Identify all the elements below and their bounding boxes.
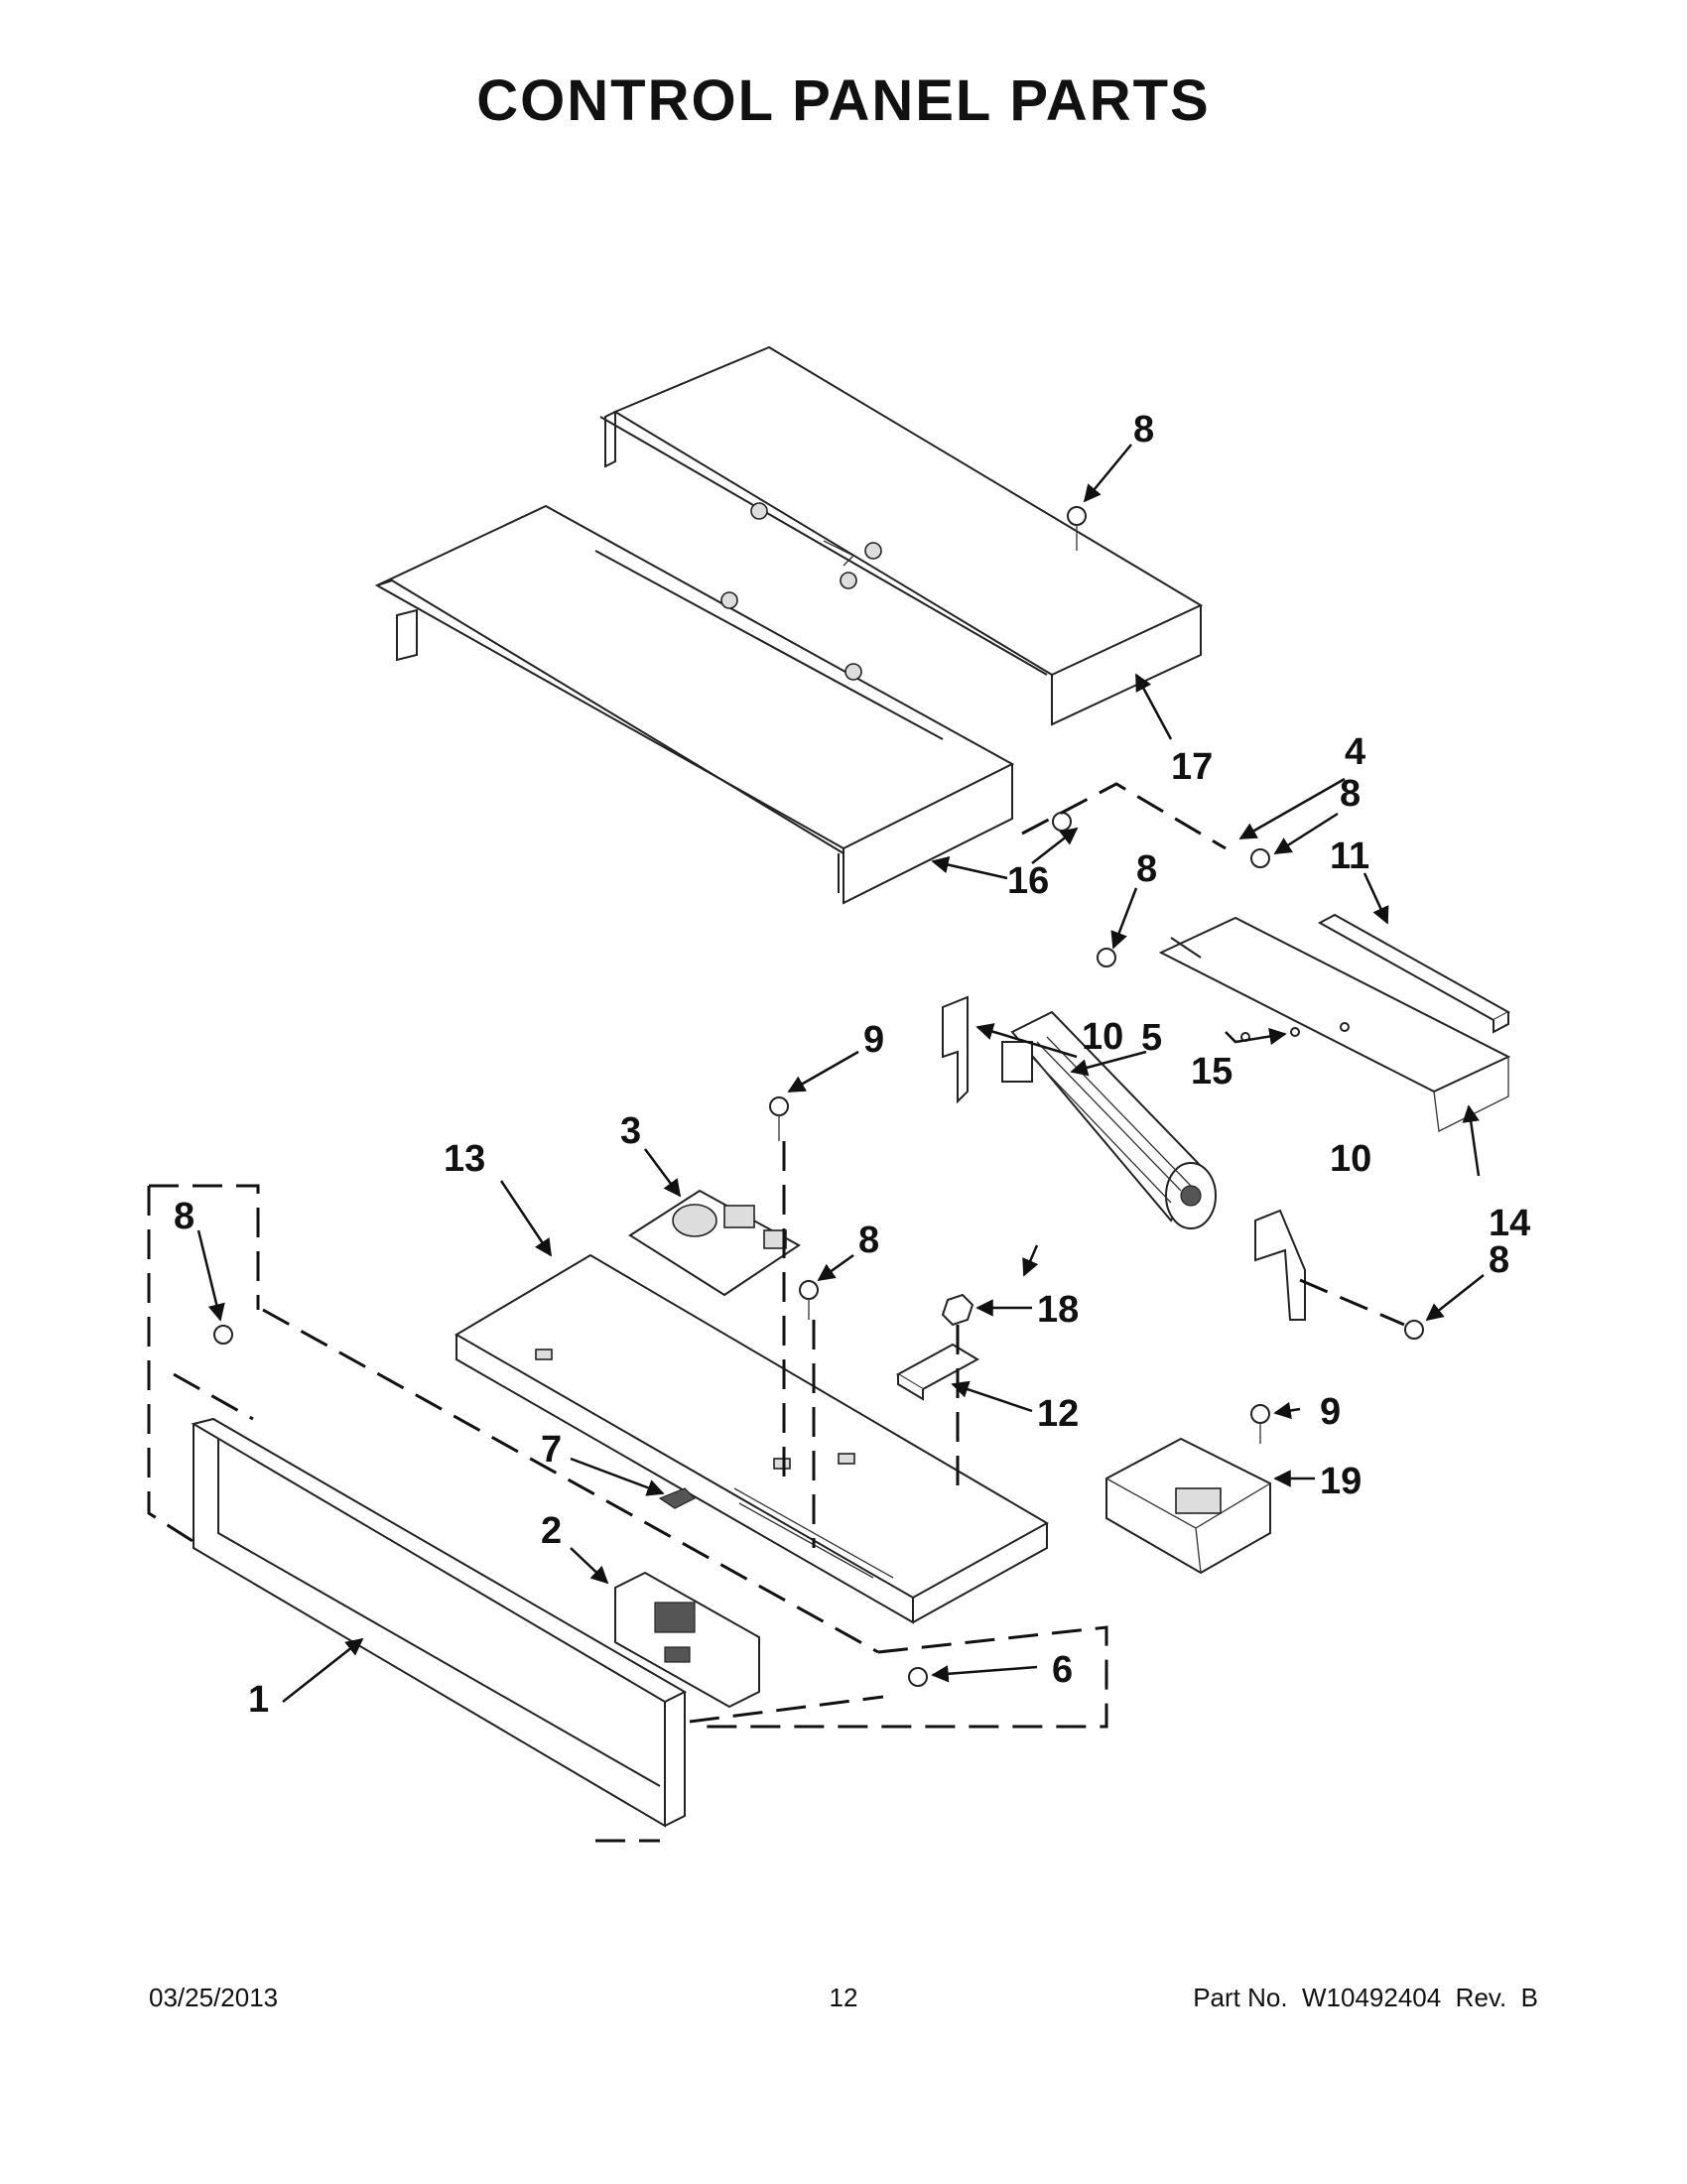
- page-title: CONTROL PANEL PARTS: [476, 68, 1211, 133]
- part-3-power-board: [628, 1189, 801, 1297]
- footer-part-number: Part No. W10492404 Rev. B: [1193, 1983, 1538, 2012]
- callout-9-bottom: 9: [1320, 1391, 1341, 1433]
- callout-9-top: 9: [863, 1019, 884, 1061]
- callout-5: 5: [1141, 1017, 1162, 1059]
- screws: [213, 506, 1424, 1687]
- part-5-blower-fan: [1001, 1010, 1217, 1229]
- part-17-rear-cover: [599, 345, 1204, 726]
- callout-8-center: 8: [858, 1220, 879, 1261]
- part-19-relay-housing: [1105, 1437, 1271, 1575]
- part-1-console-trim: [191, 1417, 688, 1828]
- part-18-nut: [941, 1293, 974, 1327]
- callout-11: 11: [1330, 835, 1369, 877]
- callout-12: 12: [1037, 1393, 1079, 1435]
- part-2-control-board: [614, 1571, 760, 1709]
- part-12-terminal-block: [895, 1343, 980, 1401]
- callout-8-middle: 8: [1136, 848, 1157, 890]
- callout-16: 16: [1007, 860, 1049, 902]
- part-7-switch: [658, 1487, 697, 1509]
- callout-7: 7: [541, 1429, 562, 1471]
- callout-1: 1: [248, 1679, 269, 1721]
- callout-10-upper: 10: [1082, 1016, 1123, 1058]
- callout-8-top: 8: [1133, 409, 1154, 450]
- callout-6: 6: [1052, 1649, 1073, 1691]
- callout-17: 17: [1171, 746, 1213, 788]
- part-16-top-panel: [374, 504, 1015, 905]
- callout-8-right-upper: 8: [1340, 773, 1361, 815]
- callout-15: 15: [1191, 1051, 1233, 1092]
- footer-date: 03/25/2013: [149, 1983, 279, 2012]
- footer-page-number: 12: [829, 1983, 858, 2012]
- callout-14: 14: [1489, 1203, 1530, 1244]
- callout-8-left: 8: [174, 1196, 195, 1237]
- part-10-bracket-left: [942, 995, 969, 1104]
- part-14-bracket: [1158, 916, 1511, 1132]
- assembly-dashed-lines: [147, 782, 1405, 1843]
- callout-19: 19: [1320, 1461, 1362, 1502]
- part-13-base-panel: [454, 1253, 1050, 1624]
- callout-10-lower: 10: [1330, 1138, 1371, 1180]
- callout-4: 4: [1345, 731, 1365, 773]
- callout-3: 3: [620, 1110, 641, 1152]
- callout-8-right-lower: 8: [1489, 1239, 1509, 1281]
- part-11-trim-strip: [1317, 913, 1511, 1034]
- callout-13: 13: [444, 1138, 485, 1180]
- part-10-bracket-right: [1254, 1209, 1306, 1321]
- callout-2: 2: [541, 1510, 562, 1552]
- callout-leaders: [196, 444, 1485, 1703]
- callout-18: 18: [1037, 1289, 1079, 1331]
